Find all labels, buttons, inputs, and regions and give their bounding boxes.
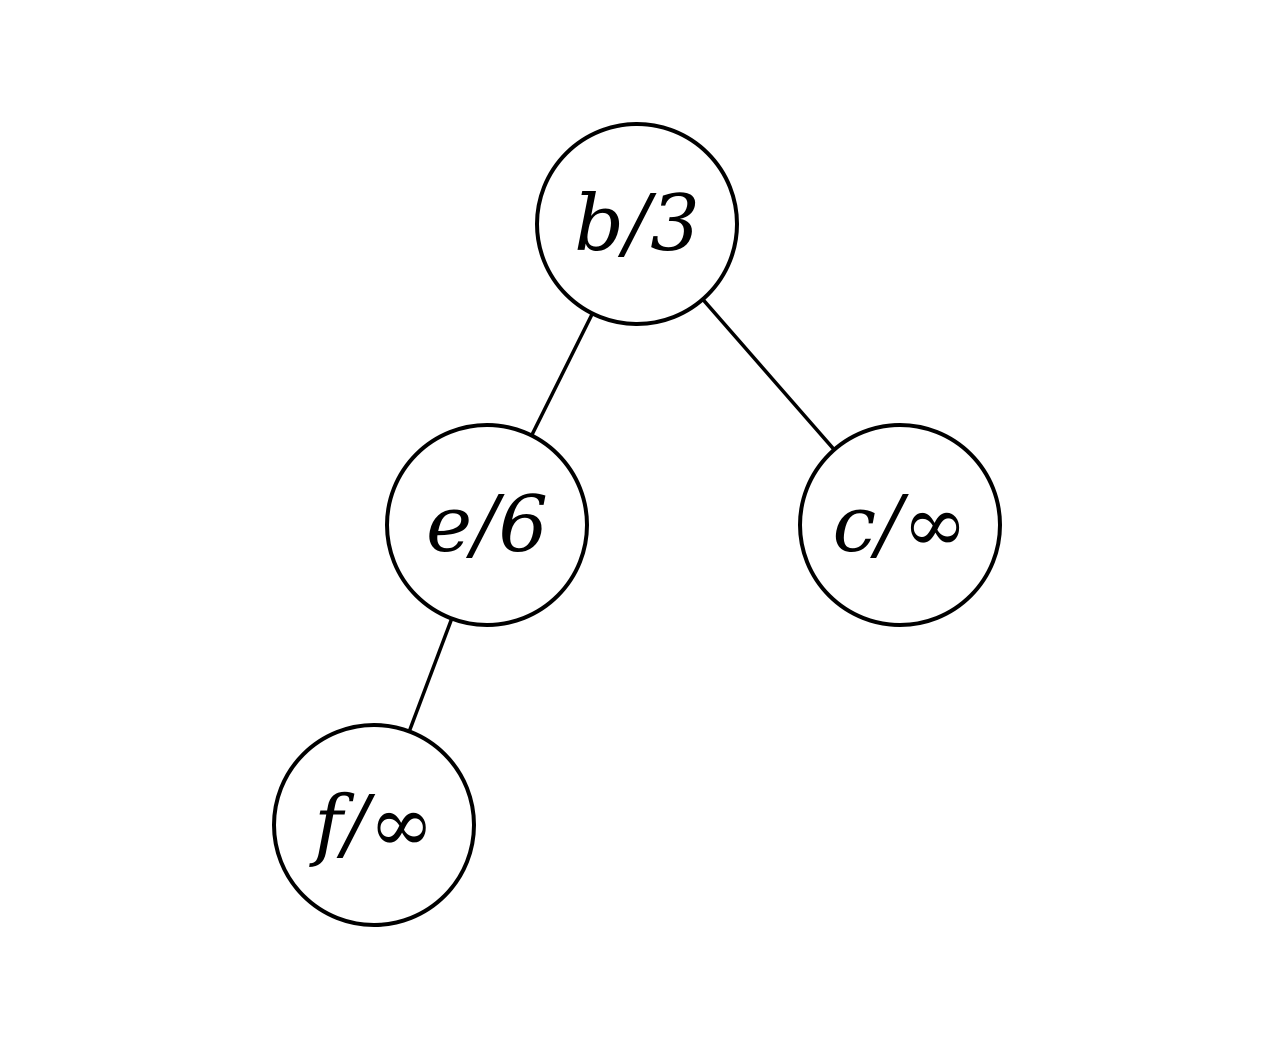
node-c: c/∞ — [798, 423, 1002, 627]
node-e-circle — [385, 423, 589, 627]
node-b-circle — [535, 122, 739, 326]
node-b-label: b/3 — [574, 179, 700, 269]
node-f-label: f/∞ — [309, 780, 434, 870]
edge-b-e — [530, 312, 594, 437]
node-e: e/6 — [385, 423, 589, 627]
edge-b-c — [701, 298, 836, 451]
node-b: b/3 — [535, 122, 739, 326]
tree-edges — [407, 298, 836, 733]
node-f-circle — [272, 723, 476, 927]
node-e-label: e/6 — [426, 480, 548, 570]
node-c-label: c/∞ — [833, 480, 968, 570]
edge-e-f — [407, 617, 454, 733]
node-c-circle — [798, 423, 1002, 627]
node-f: f/∞ — [272, 723, 476, 927]
